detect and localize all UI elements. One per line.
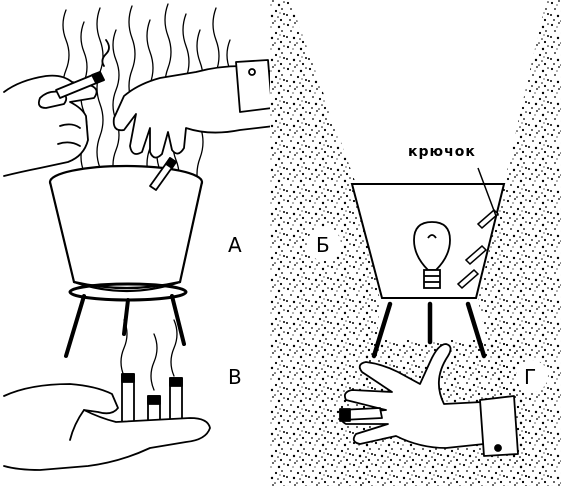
cigarette-icon xyxy=(456,208,500,290)
tripod-icon xyxy=(371,301,487,359)
panel-labels: А В Б Г крючок xyxy=(228,140,548,392)
label-g-backdrop xyxy=(516,360,548,392)
speckled-background xyxy=(270,0,561,486)
hand-icon xyxy=(112,59,275,159)
cigarette-icon xyxy=(55,39,110,99)
tripod-icon xyxy=(64,282,188,358)
hand-icon xyxy=(3,383,211,471)
hook-label-backdrop xyxy=(404,140,498,162)
hand-icon xyxy=(339,343,519,457)
label-v: В xyxy=(228,365,242,389)
hand-icon xyxy=(3,74,98,177)
hook-icon xyxy=(477,167,497,217)
label-b: Б xyxy=(316,233,330,257)
label-g: Г xyxy=(524,365,536,389)
smoke-icon xyxy=(120,319,178,391)
left-panel xyxy=(3,3,275,471)
light-bulb-icon xyxy=(413,221,451,289)
label-b-backdrop xyxy=(307,227,341,261)
hook-label: крючок xyxy=(408,144,476,160)
lamp-shade-icon xyxy=(48,164,204,293)
right-panel xyxy=(270,0,561,486)
label-a: А xyxy=(228,233,242,257)
cigarette-icon xyxy=(149,157,177,191)
